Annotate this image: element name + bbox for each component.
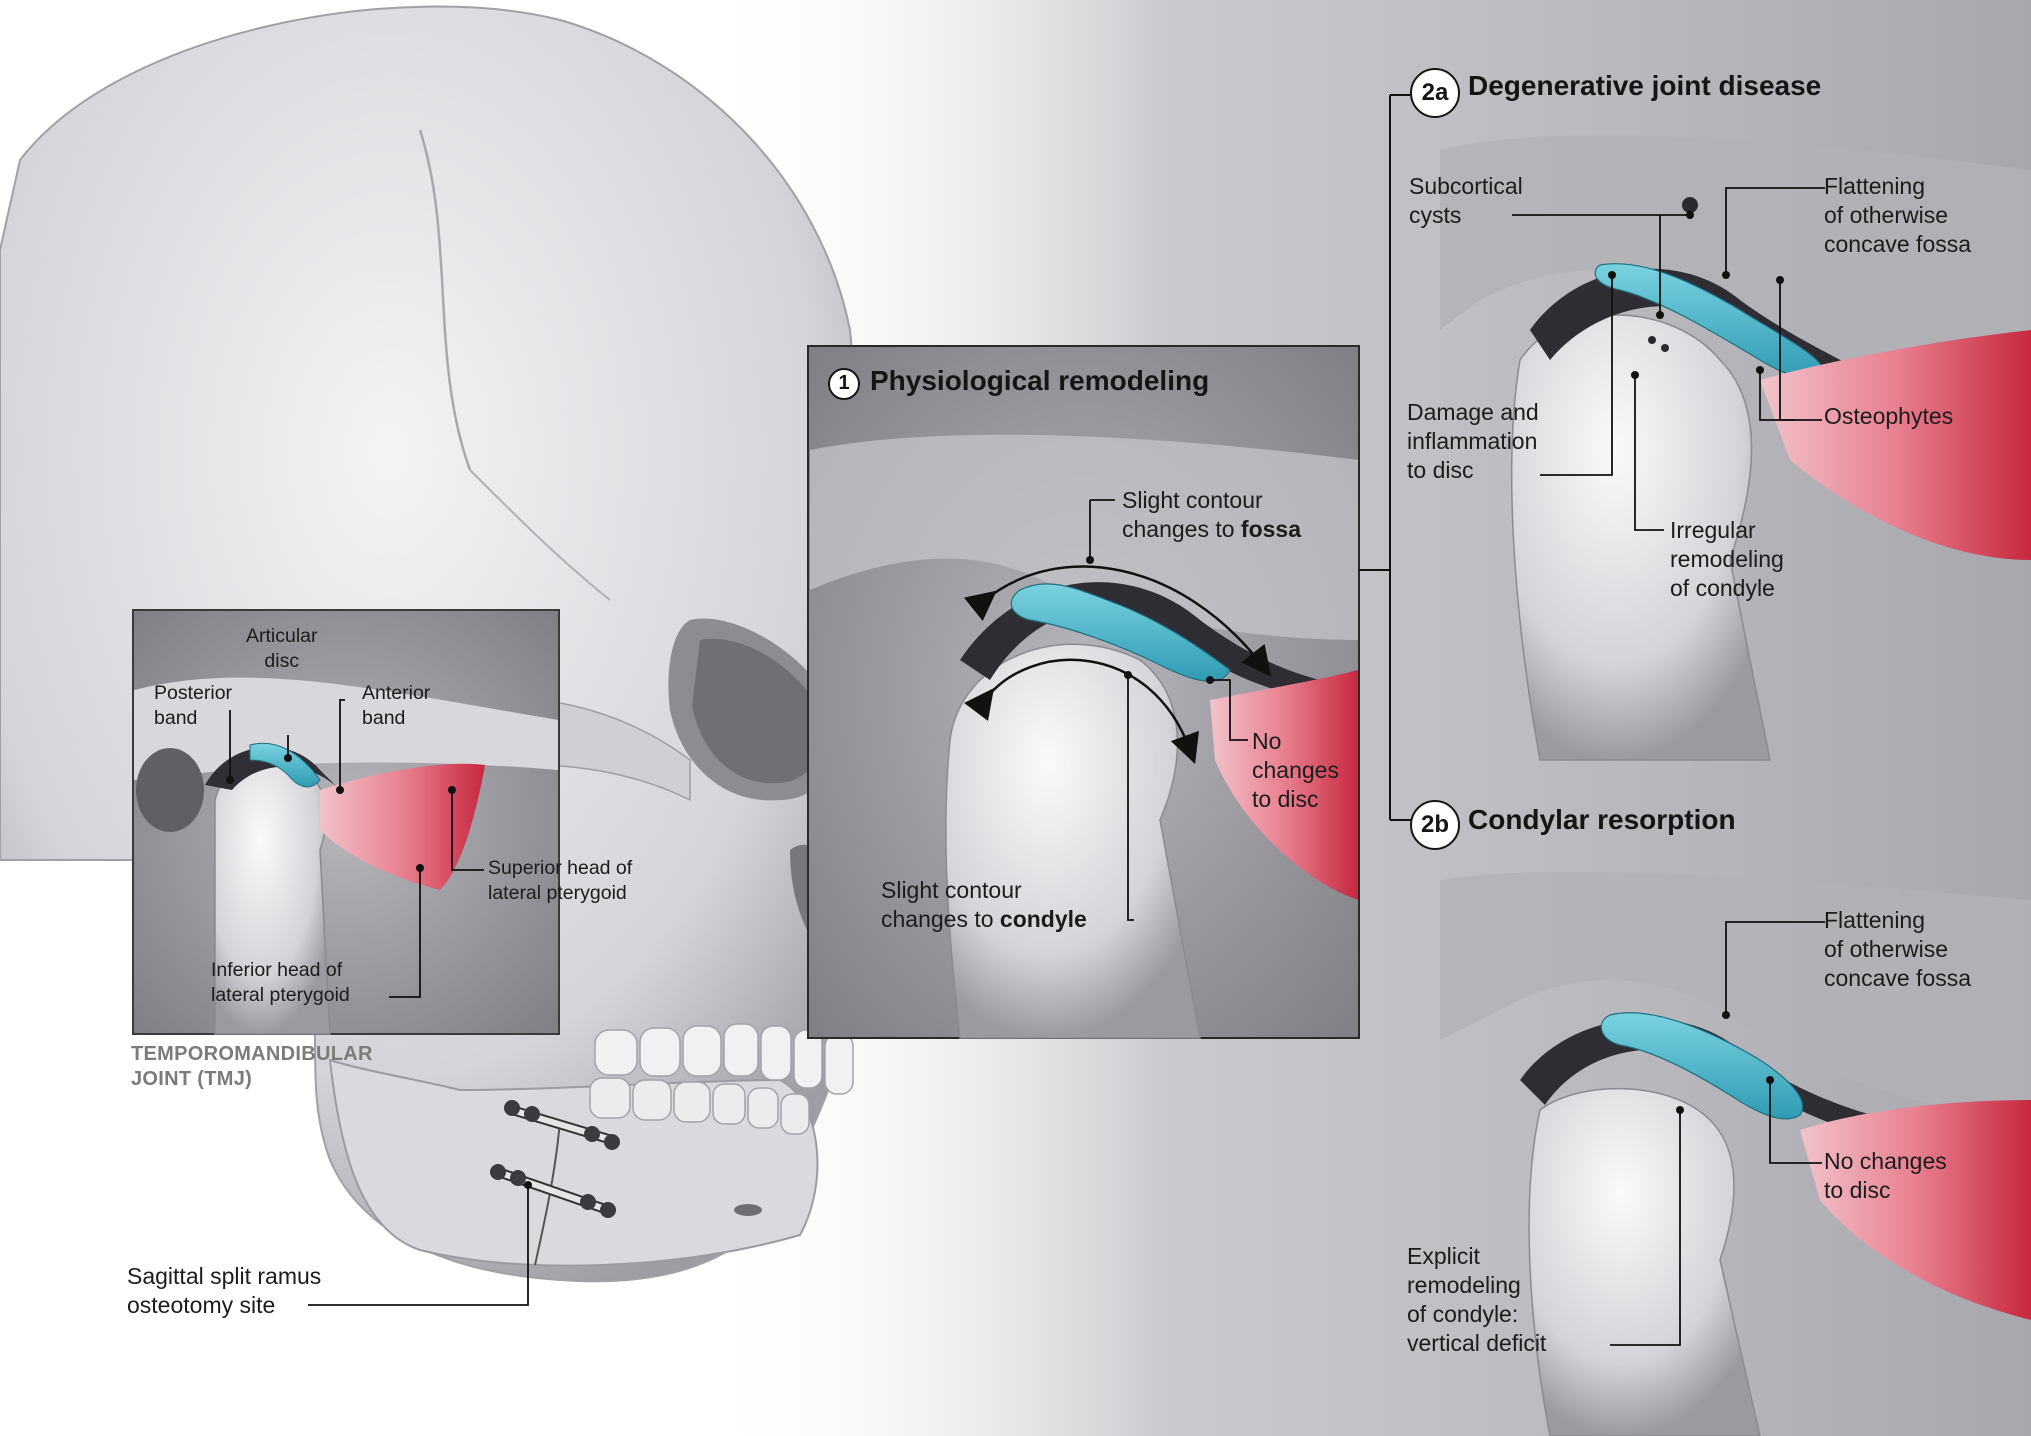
- panel-2a-title: Degenerative joint disease: [1468, 70, 1822, 101]
- condyle-contour-label: Slight contour changes to condyle: [881, 877, 1087, 932]
- panel-resorption: [1440, 871, 2031, 1436]
- flattening-fossa-2a-label: Flattening of otherwise concave fossa: [1824, 173, 1972, 257]
- fossa-contour-label: Slight contour changes to fossa: [1122, 487, 1302, 542]
- articular-disc-label: Articular disc: [246, 625, 318, 672]
- explicit-remodeling-label: Explicit remodeling of condyle: vertical…: [1407, 1243, 1547, 1356]
- anterior-band-label: Anterior band: [362, 682, 431, 729]
- leader-dots: [226, 211, 1784, 1189]
- irregular-remodeling-label: Irregular remodeling of condyle: [1670, 517, 1784, 601]
- panel-1-title: Physiological remodeling: [870, 365, 1210, 396]
- superior-head-label: Superior head of lateral pterygoid: [488, 857, 633, 904]
- inferior-head-label: Inferior head of lateral pterygoid: [211, 959, 350, 1006]
- damage-disc-label: Damage and inflammation to disc: [1407, 399, 1539, 483]
- posterior-band-label: Posterior band: [154, 682, 233, 729]
- leader-lines: [229, 187, 1825, 1346]
- tmj-caption: TEMPOROMANDIBULAR JOINT (TMJ): [131, 1043, 373, 1090]
- panel-2b-title: Condylar resorption: [1468, 804, 1736, 835]
- upper-teeth: [594, 1023, 854, 1095]
- panel-degenerative: [1440, 135, 2031, 761]
- flattening-fossa-2b-label: Flattening of otherwise concave fossa: [1824, 907, 1972, 991]
- no-changes-disc-2b-label: No changes to disc: [1824, 1148, 1947, 1203]
- panel-1-number: 1: [828, 368, 860, 400]
- panel-physiological: [807, 345, 1360, 1039]
- panel-2a-number: 2a: [1410, 68, 1460, 118]
- lower-teeth: [589, 1077, 810, 1135]
- no-changes-disc-label: No changes to disc: [1252, 728, 1339, 812]
- fixation-plate-upper: [504, 1100, 620, 1150]
- osteophytes-label: Osteophytes: [1824, 403, 1954, 429]
- subcortical-cysts-label: Subcortical cysts: [1409, 173, 1523, 228]
- tmj-inset: [132, 609, 560, 1035]
- fixation-plate-lower: [490, 1164, 616, 1218]
- panel-2b-number: 2b: [1410, 800, 1460, 850]
- branch-bracket: [1359, 94, 1412, 821]
- sagittal-split-label: Sagittal split ramus osteotomy site: [127, 1263, 322, 1318]
